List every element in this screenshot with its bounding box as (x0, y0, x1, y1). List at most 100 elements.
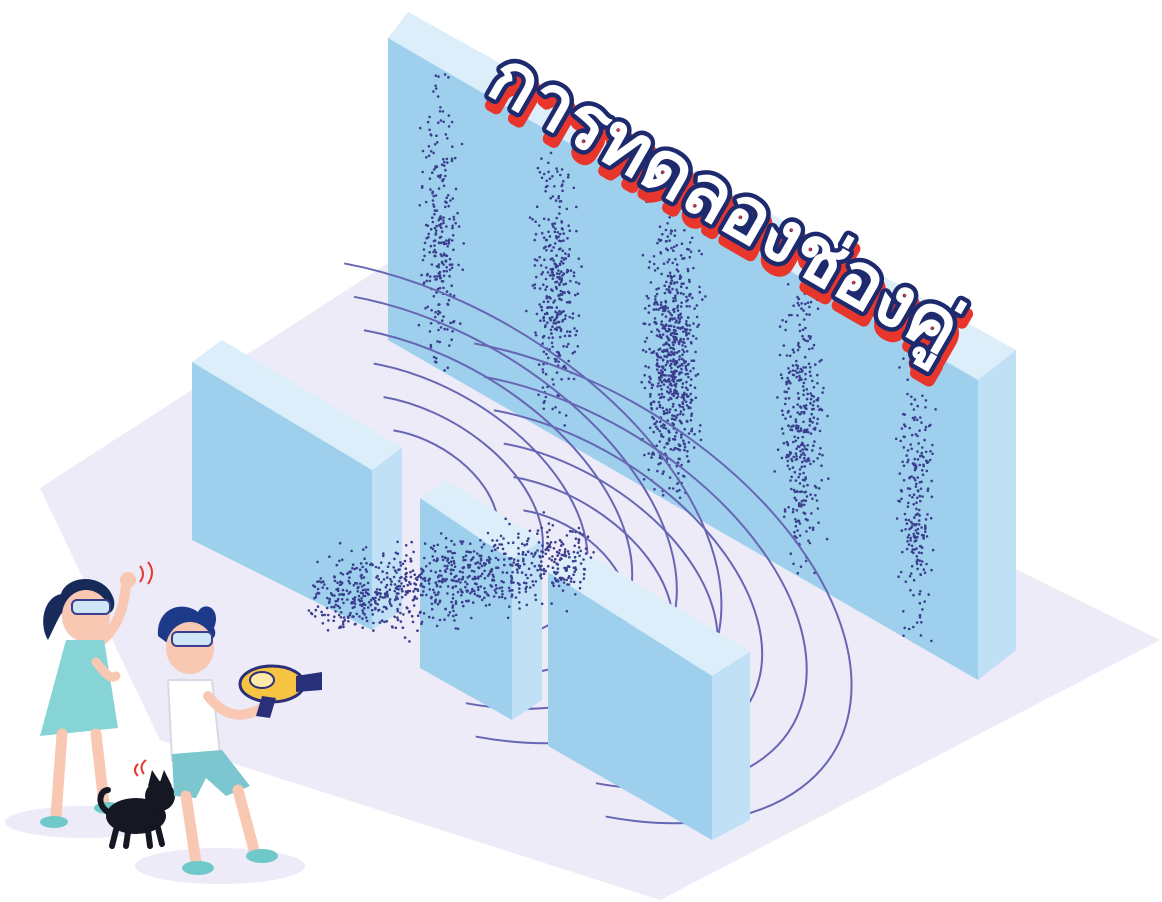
spray-particle (466, 583, 469, 586)
girl-goggles (72, 600, 110, 614)
band-particle (567, 343, 570, 346)
band-particle (574, 334, 577, 337)
spray-particle (376, 593, 379, 596)
spray-particle (467, 600, 470, 603)
band-particle (423, 248, 426, 251)
spray-particle (378, 609, 381, 612)
spray-particle (579, 532, 582, 535)
spray-particle (504, 518, 507, 521)
band-particle (451, 158, 454, 161)
spray-particle (379, 588, 382, 591)
band-particle (688, 305, 691, 308)
band-particle (797, 392, 800, 395)
spray-particle (544, 548, 547, 551)
spray-particle (549, 546, 552, 549)
band-particle (804, 477, 807, 480)
band-particle (418, 324, 421, 327)
spray-particle (412, 569, 415, 572)
band-particle (805, 560, 808, 563)
band-particle (909, 537, 912, 540)
band-particle (668, 325, 671, 328)
band-particle (921, 469, 924, 472)
band-particle (800, 453, 803, 456)
band-particle (428, 116, 431, 119)
spray-particle (537, 529, 540, 532)
band-particle (671, 279, 674, 282)
band-particle (911, 550, 914, 553)
band-particle (810, 432, 813, 435)
spray-particle (492, 575, 495, 578)
spray-particle (500, 535, 503, 538)
spray-particle (501, 586, 504, 589)
band-particle (795, 521, 798, 524)
spray-particle (501, 596, 504, 599)
spray-particle (518, 587, 521, 590)
band-particle (819, 447, 822, 450)
spray-particle (454, 565, 457, 568)
band-particle (899, 472, 902, 475)
band-particle (665, 364, 668, 367)
band-particle (558, 212, 561, 215)
spray-particle (573, 570, 576, 573)
band-particle (909, 589, 912, 592)
spray-particle (360, 574, 363, 577)
spray-particle (397, 610, 400, 613)
band-particle (672, 344, 675, 347)
band-particle (922, 536, 925, 539)
band-particle (456, 212, 459, 215)
band-particle (806, 398, 809, 401)
band-particle (680, 301, 683, 304)
band-particle (685, 381, 688, 384)
band-particle (650, 403, 653, 406)
band-particle (688, 460, 691, 463)
spray-particle (478, 554, 481, 557)
spray-particle (471, 588, 474, 591)
spray-particle (347, 580, 350, 583)
band-particle (680, 422, 683, 425)
band-particle (667, 374, 670, 377)
band-particle (444, 73, 447, 76)
spray-particle (542, 555, 545, 558)
band-particle (560, 290, 563, 293)
spray-particle (511, 571, 514, 574)
band-particle (676, 268, 679, 271)
band-particle (575, 281, 578, 284)
band-particle (670, 247, 673, 250)
spray-particle (453, 560, 456, 563)
band-particle (644, 387, 647, 390)
band-particle (562, 262, 565, 265)
band-particle (781, 377, 784, 380)
spray-particle (410, 541, 413, 544)
band-particle (556, 276, 559, 279)
band-particle (925, 518, 928, 521)
spray-particle (547, 565, 550, 568)
spray-particle (420, 568, 423, 571)
spray-particle (410, 576, 413, 579)
band-particle (554, 406, 557, 409)
band-particle (534, 220, 537, 223)
band-particle (672, 487, 675, 490)
band-particle (644, 365, 647, 368)
spray-particle (387, 565, 390, 568)
band-particle (545, 396, 548, 399)
band-particle (666, 354, 669, 357)
band-particle (432, 221, 435, 224)
band-particle (673, 317, 676, 320)
spray-particle (360, 562, 363, 565)
boy-leg-right (238, 790, 254, 850)
band-particle (675, 431, 678, 434)
spray-particle (398, 568, 401, 571)
band-particle (448, 275, 451, 278)
band-particle (682, 413, 685, 416)
band-particle (815, 399, 818, 402)
band-particle (559, 174, 562, 177)
band-particle (437, 121, 440, 124)
band-particle (434, 227, 437, 230)
band-particle (673, 415, 676, 418)
band-particle (798, 324, 801, 327)
band-particle (930, 480, 933, 483)
spray-particle (310, 612, 313, 615)
band-particle (822, 387, 825, 390)
band-particle (680, 316, 683, 319)
spray-particle (434, 550, 437, 553)
